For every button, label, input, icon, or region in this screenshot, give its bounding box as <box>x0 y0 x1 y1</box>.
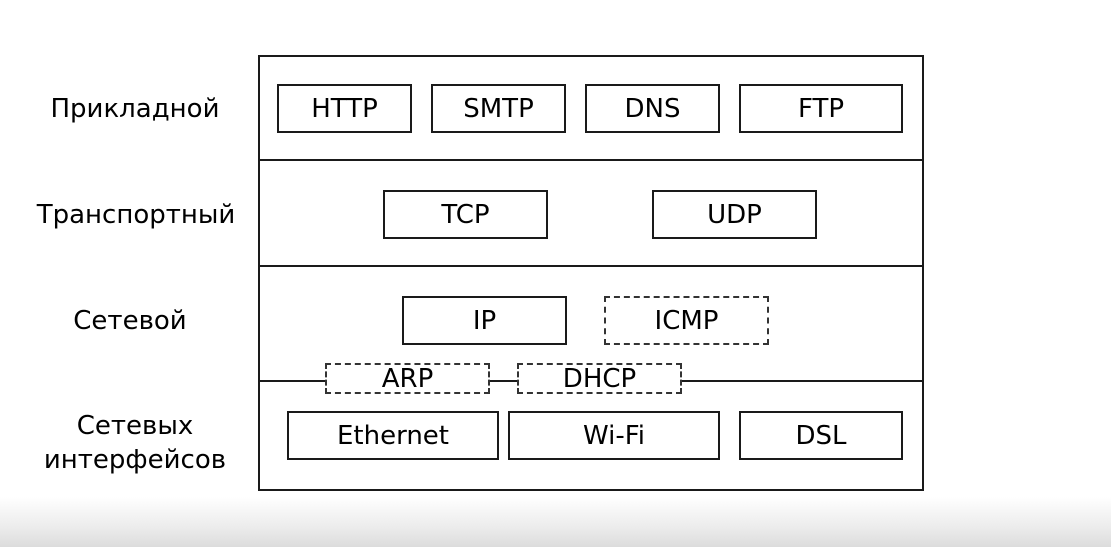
protocol-wifi: Wi-Fi <box>508 411 720 460</box>
protocol-dns: DNS <box>585 84 720 133</box>
protocol-dsl: DSL <box>739 411 903 460</box>
layer-label-transport: Транспортный <box>36 200 236 230</box>
protocol-smtp: SMTP <box>431 84 566 133</box>
stack-frame <box>258 55 924 491</box>
layer-label-network: Сетевой <box>73 306 187 336</box>
protocol-udp: UDP <box>652 190 817 239</box>
protocol-http: HTTP <box>277 84 412 133</box>
protocol-icmp: ICMP <box>604 296 769 345</box>
protocol-tcp: TCP <box>383 190 548 239</box>
separator-application-transport <box>258 159 922 161</box>
separator-transport-network <box>258 265 922 267</box>
layer-label-link: Сетевых интерфейсов <box>43 411 227 475</box>
bottom-shade <box>0 497 1111 547</box>
protocol-ftp: FTP <box>739 84 903 133</box>
protocol-dhcp: DHCP <box>517 363 682 394</box>
layer-label-application: Прикладной <box>50 94 220 124</box>
protocol-arp: ARP <box>325 363 490 394</box>
protocol-ip: IP <box>402 296 567 345</box>
protocol-ethernet: Ethernet <box>287 411 499 460</box>
